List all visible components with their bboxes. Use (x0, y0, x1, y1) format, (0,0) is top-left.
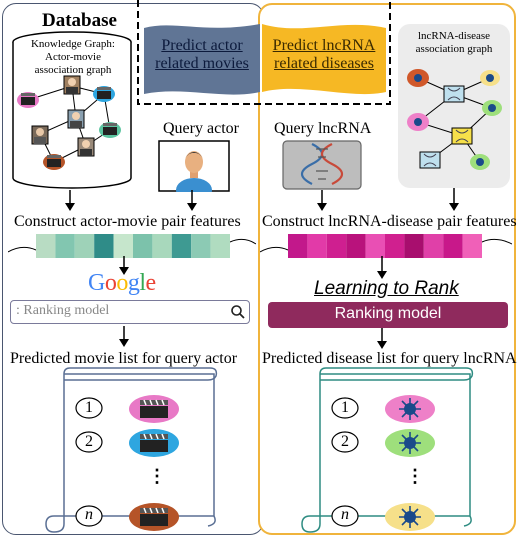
rank-oval-2 (75, 431, 103, 453)
disease-rank-label-1: 1 (341, 399, 349, 416)
query-lncrna-label: Query lncRNA (274, 120, 372, 137)
actor-movie-feature-strip (8, 234, 256, 258)
kg-title: Knowledge Graph: Actor-movie association… (30, 38, 115, 76)
feature-cell (94, 234, 114, 258)
actor-movie-pair-features-label: Construct actor-movie pair features (14, 213, 241, 230)
feature-cell (288, 234, 308, 258)
arrow-to-movie-list (119, 326, 129, 347)
feature-cell (404, 234, 424, 258)
arrow-query-lncrna (317, 190, 327, 211)
arrow-to-learning-to-rank (377, 256, 387, 279)
ranking-model-placeholder: : Ranking model (16, 303, 110, 318)
feature-cell (307, 234, 327, 258)
dna-helix-icon (443, 85, 465, 103)
disease-rank-oval-1 (331, 397, 359, 419)
feature-cell (210, 234, 230, 258)
disease-rank-label-n: n (341, 506, 349, 523)
arrow-database (65, 190, 75, 211)
feature-cell (171, 234, 192, 258)
feature-cell (443, 234, 463, 258)
database-title: Database (42, 10, 117, 31)
disease-rank-label-2: 2 (341, 433, 349, 450)
rank-label-n: n (85, 506, 93, 523)
rank-label-1: 1 (85, 399, 93, 416)
virus-icon (407, 69, 429, 87)
disease-rank-ellipsis: ⋮ (406, 466, 424, 486)
banner-right (262, 24, 386, 95)
feature-cell (55, 234, 75, 258)
predicted-disease-list-label: Predicted disease list for query lncRNA (262, 350, 517, 367)
ranking-model-search-box[interactable] (10, 300, 250, 324)
feature-cell (385, 234, 405, 258)
banner-right-label: Predict lncRNA related diseases (272, 37, 376, 72)
feature-cell (152, 234, 172, 258)
dna-helix-icon (300, 143, 344, 185)
banner-left (144, 24, 260, 95)
clapperboard-icon (129, 429, 179, 457)
feature-cell (346, 234, 366, 258)
feature-cell (462, 234, 482, 258)
google-logo: Google (88, 270, 156, 296)
feature-cell (36, 234, 56, 258)
rank-label-2: 2 (85, 433, 93, 450)
movie-list-scroll (45, 367, 218, 533)
ranking-model-button[interactable] (268, 302, 508, 328)
disease-rank-oval-2 (331, 431, 359, 453)
lncrna-disease-feature-strip (260, 234, 512, 258)
person-silhouette-icon (176, 151, 212, 192)
lncrna-disease-graph (407, 69, 502, 170)
feature-cell (326, 234, 347, 258)
query-actor-label: Query actor (163, 120, 239, 137)
arrow-to-google (119, 256, 129, 275)
clapperboard-icon (129, 395, 179, 423)
rank-oval-n (75, 505, 103, 527)
feature-cell (74, 234, 95, 258)
virus-icon (385, 429, 435, 457)
disease-list-scroll (301, 367, 474, 533)
feature-cell (365, 234, 385, 258)
feature-cell (133, 234, 153, 258)
magnifier-icon[interactable] (230, 304, 246, 320)
feature-cell (113, 234, 133, 258)
kg-clapperboard-icon (17, 92, 39, 108)
kg-actor-photo-icon (63, 75, 81, 95)
rank-oval-1 (75, 397, 103, 419)
virus-icon (385, 503, 435, 531)
learning-to-rank-label: Learning to Rank (314, 278, 459, 299)
rank-ellipsis: ⋮ (148, 466, 166, 486)
virus-icon (385, 395, 435, 423)
arrow-query-actor (187, 190, 197, 211)
query-lncrna-box (282, 140, 362, 190)
ranking-model-button-label: Ranking model (334, 305, 442, 322)
query-actor-box (158, 140, 230, 192)
lncrna-disease-pair-features-label: Construct lncRNA-disease pair features (262, 213, 517, 230)
banner-left-label: Predict actor related movies (155, 37, 249, 72)
clapperboard-icon (129, 503, 179, 531)
lncrna-graph-title: lncRNA-disease association graph (415, 30, 493, 55)
disease-rank-oval-n (331, 505, 359, 527)
arrow-lncrna-graph (449, 188, 459, 211)
predicted-movie-list-label: Predicted movie list for query actor (10, 350, 238, 367)
feature-cell (191, 234, 211, 258)
feature-cell (423, 234, 444, 258)
database-cylinder (12, 31, 132, 189)
banner-dashed-box (137, 0, 391, 105)
arrow-to-disease-list (377, 328, 387, 349)
